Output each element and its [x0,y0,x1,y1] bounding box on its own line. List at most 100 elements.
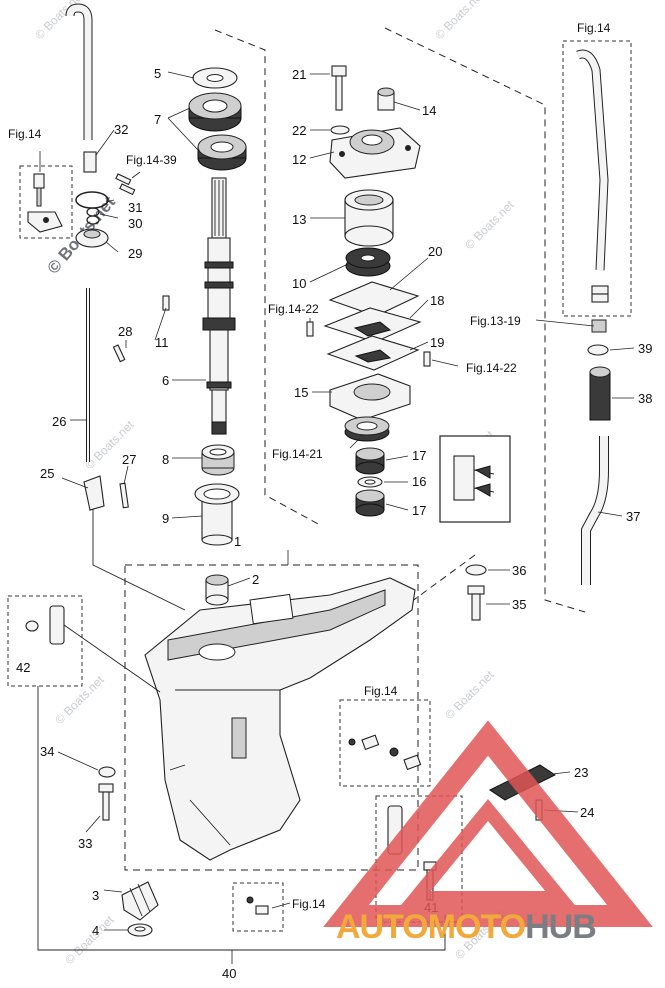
part-39 [587,344,609,356]
part-38 [589,366,611,421]
fig-ref-top-right: Fig.14 [577,21,611,35]
callout-21: 21 [292,67,306,82]
callout-28: 28 [118,324,132,339]
logo-text: AUTOMOTOHUB [336,908,596,946]
fig14-bottom-box [232,882,284,932]
fig14-mid-box [339,699,431,787]
callout-23: 23 [574,765,588,780]
watermark-text: © Boats.net [462,197,517,252]
callout-32: 32 [114,122,128,137]
callout-12: 12 [292,152,306,167]
part-20 [328,281,420,317]
part-25 [83,475,105,511]
leader-line [92,495,186,611]
callout-25: 25 [40,466,54,481]
callout-24: 24 [580,805,594,820]
fig14-left-box [19,165,73,239]
callout-4: 4 [92,923,99,938]
bracket-40 [37,686,446,951]
part-13 [344,189,394,247]
callout-31: 31 [128,200,142,215]
part-22 [330,125,350,135]
dash-line [214,29,321,526]
inset-detail [453,455,495,501]
part-14 [377,87,395,111]
fig13-19-fitting [591,319,607,333]
part-37 [581,436,609,585]
part-5 [192,67,238,89]
part-31 [115,173,136,196]
callout-13: 13 [292,212,306,227]
callout-30: 30 [128,216,142,231]
callout-7: 7 [154,112,161,127]
callout-22: 22 [292,123,306,138]
callouts: 1 2 3 4 5 6 7 8 9 10 11 12 13 14 15 16 1… [16,66,652,981]
part-27 [119,482,129,509]
callout-27: 27 [122,452,136,467]
part-35 [467,585,485,621]
callout-14: 14 [422,103,436,118]
callout-9: 9 [162,511,169,526]
callout-36: 36 [512,563,526,578]
part-7-upper [188,92,242,132]
callout-33: 33 [78,836,92,851]
callout-3: 3 [92,888,99,903]
part-2 [205,574,229,606]
housing-box [124,564,419,871]
callout-42: 42 [16,660,30,675]
part-4 [127,923,153,937]
seal-fig14-21 [344,416,390,442]
leader-lines [39,71,635,964]
part-21 [331,65,347,111]
dash-line [384,27,586,613]
part-34 [98,766,116,778]
fig-ref-14-21: Fig.14-21 [272,447,323,461]
callout-15: 15 [294,385,308,400]
part-17-upper [355,447,385,475]
box-42 [7,595,83,687]
callout-38: 38 [638,391,652,406]
fig-ref-13-19: Fig.13-19 [470,314,521,328]
callout-20: 20 [428,244,442,259]
callout-5: 5 [154,66,161,81]
watermark-text: © Boats.net [432,0,487,42]
callout-8: 8 [162,452,169,467]
part-19 [326,335,420,371]
part-3 [121,881,159,921]
callout-16: 16 [412,474,426,489]
fig-ref-14-22-left: Fig.14-22 [268,302,319,316]
lower-unit-housing [144,577,416,861]
part-32 [83,151,97,173]
part-16 [357,476,383,488]
inset-detail-box [439,435,511,523]
watermark-text: © Boats.net [62,912,117,967]
callout-37: 37 [626,509,640,524]
figure-references: Fig.14 Fig.14 Fig.14-39 Fig.14-22 Fig.14… [8,21,611,911]
automotohub-logo: AUTOMOTOHUB [323,720,653,946]
fig14-hose [576,49,609,303]
callout-29: 29 [128,246,142,261]
hose-part [65,3,93,140]
callout-19: 19 [430,335,444,350]
part-33 [98,783,114,821]
logo-triangle-inner [401,798,575,905]
part-7-lower [197,134,247,171]
callout-17-upper: 17 [412,448,426,463]
part-12 [329,127,421,179]
callout-1: 1 [234,534,241,549]
part-17-lower [355,489,385,517]
fig-ref-14-22-right: Fig.14-22 [466,361,517,375]
callout-40: 40 [222,966,236,981]
callout-39: 39 [638,341,652,356]
fig14-mid-parts [348,734,422,771]
callout-2: 2 [252,572,259,587]
part-10 [345,247,391,277]
callout-11: 11 [155,335,169,350]
fig-ref-mid: Fig.14 [364,684,398,698]
fig-ref-bottom: Fig.14 [292,897,326,911]
part-9 [194,483,240,546]
fig14-bottom-parts [246,896,269,915]
fig14-box [562,40,632,317]
callout-34: 34 [40,744,54,759]
